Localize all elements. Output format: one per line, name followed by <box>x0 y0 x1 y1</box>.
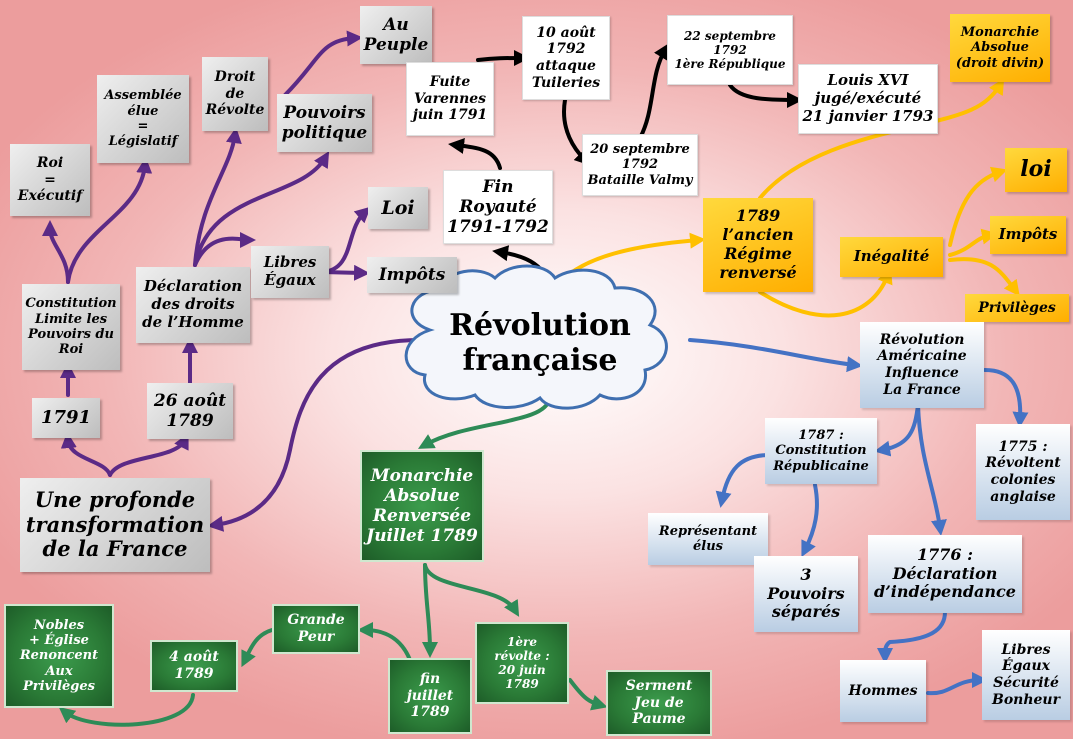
node-hommes: Hommes <box>840 660 926 722</box>
node-pouvoirs-politique: Pouvoirs politique <box>277 94 372 152</box>
node-26-aout-1789: 26 août 1789 <box>147 383 233 439</box>
node-1775-colonies: 1775 : Révoltent colonies anglaise <box>976 424 1070 520</box>
node-ancien-regime: 1789 l’ancien Régime renversé <box>703 198 813 292</box>
node-libres-egaux: Libres Égaux <box>251 246 329 298</box>
node-declaration-1776: 1776 : Déclaration d’indépendance <box>868 535 1022 613</box>
node-pouvoirs-separes: 3 Pouvoirs séparés <box>754 556 858 632</box>
node-assemblee-legislatif: Assemblée élue = Législatif <box>97 75 189 163</box>
node-premiere-revolte: 1ère révolte : 20 juin 1789 <box>475 622 569 704</box>
node-bataille-valmy: 20 septembre 1792 Bataille Valmy <box>582 134 698 196</box>
node-privileges: Privilèges <box>965 294 1069 322</box>
node-loi-orange: loi <box>1005 148 1067 192</box>
node-grande-peur: Grande Peur <box>272 604 360 654</box>
node-representant-elus: Représentant élus <box>648 513 768 565</box>
node-louis-xvi: Louis XVI jugé/exécuté 21 janvier 1793 <box>798 64 938 134</box>
node-inegalite: Inégalité <box>840 237 943 277</box>
node-roi-executif: Roi = Exécutif <box>10 144 90 216</box>
node-loi: Loi <box>368 187 428 229</box>
node-libres-egaux-securite: Libres Égaux Sécurité Bonheur <box>982 630 1070 720</box>
node-10-aout-1792: 10 août 1792 attaque Tuileries <box>522 16 610 100</box>
node-droit-revolte: Droit de Révolte <box>202 57 268 131</box>
node-constitution-1787: 1787 : Constitution Républicaine <box>765 418 877 484</box>
node-nobles-eglise: Nobles + Église Renoncent Aux Privilèges <box>4 604 114 708</box>
node-profonde-transformation: Une profonde transformation de la France <box>20 478 210 572</box>
node-serment-jeu-paume: Serment Jeu de Paume <box>606 670 712 736</box>
node-constitution-1791: Constitution Limite les Pouvoirs du Roi <box>22 284 120 370</box>
node-impots-orange: Impôts <box>990 216 1066 254</box>
node-monarchie-renversee: Monarchie Absolue Renversée Juillet 1789 <box>360 450 484 562</box>
node-impots: Impôts <box>367 257 457 293</box>
node-au-peuple: Au Peuple <box>360 6 432 64</box>
node-declaration-droits: Déclaration des droits de l’Homme <box>136 267 250 343</box>
central-cloud <box>404 264 668 410</box>
node-1791: 1791 <box>32 398 100 438</box>
node-4-aout-1789: 4 août 1789 <box>150 640 238 692</box>
node-fin-royaute: Fin Royauté 1791-1792 <box>443 170 553 244</box>
node-fin-juillet-1789: fin juillet 1789 <box>388 658 472 734</box>
central-title: Révolution française <box>449 307 631 378</box>
node-revolution-americaine: Révolution Américaine Influence La Franc… <box>860 322 984 408</box>
node-fuite-varennes: Fuite Varennes juin 1791 <box>406 62 494 136</box>
node-monarchie-droit-divin: Monarchie Absolue (droit divin) <box>950 14 1050 82</box>
node-premiere-republique: 22 septembre 1792 1ère République <box>667 15 793 85</box>
